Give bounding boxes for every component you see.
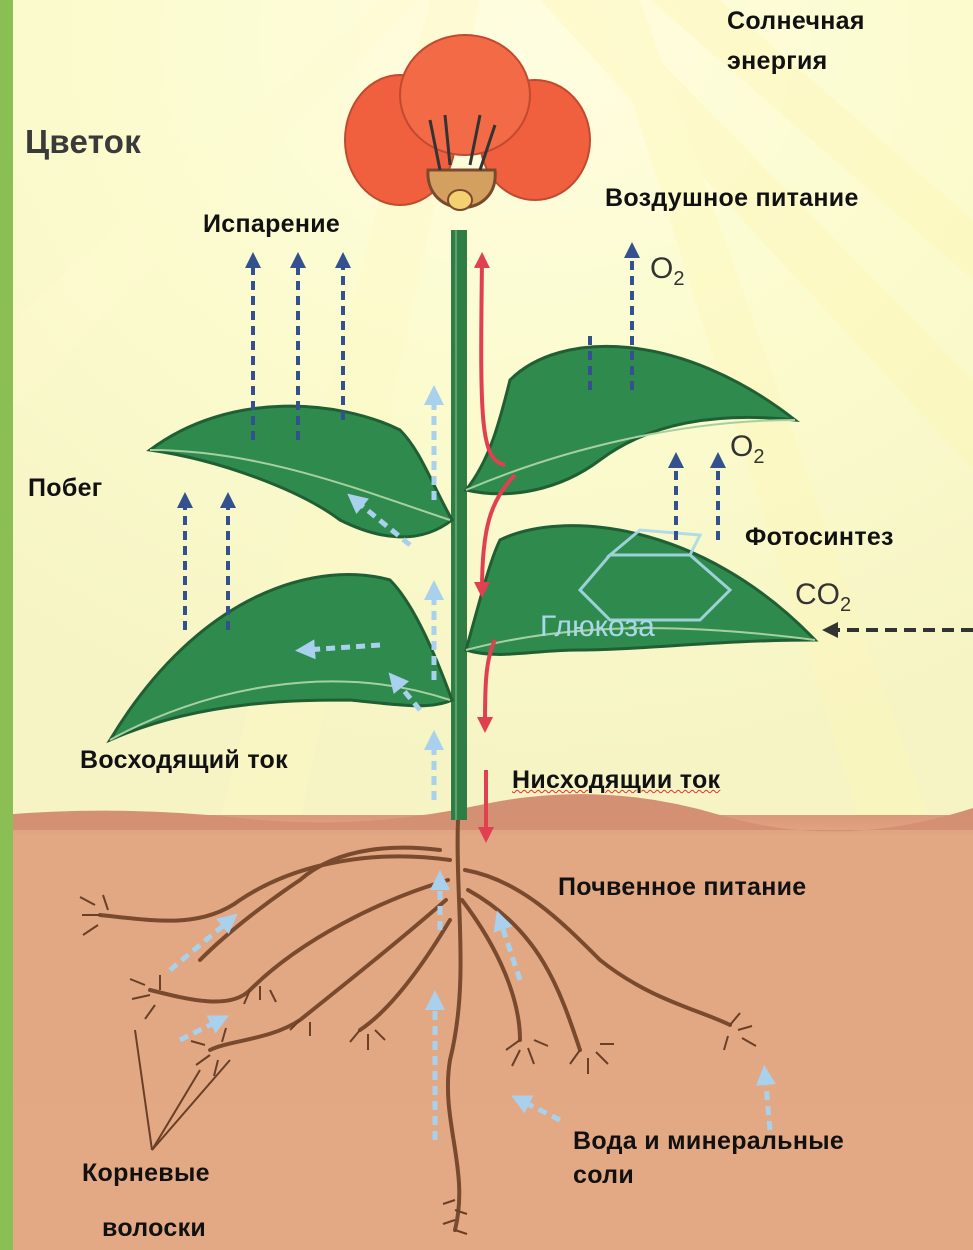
- solar-energy-label-line1: Солнечная: [727, 6, 865, 36]
- ascending-flow-label: Восходящий ток: [80, 745, 288, 775]
- soil-nutrition-label: Почвенное питание: [558, 872, 806, 902]
- o2-top-subscript: 2: [673, 268, 684, 290]
- air-nutrition-label: Воздушное питание: [605, 183, 859, 213]
- root-hairs-label-line2: волоски: [102, 1213, 206, 1243]
- photosynthesis-label: Фотосинтез: [745, 522, 894, 552]
- root-hairs-label-line1: Корневые: [82, 1158, 210, 1188]
- o2-top-symbol: O: [650, 252, 673, 285]
- descending-flow-label: Нисходящии ток: [512, 765, 720, 795]
- left-border: [0, 0, 13, 1250]
- evaporation-label: Испарение: [203, 209, 340, 239]
- shoot-label: Побег: [28, 473, 103, 503]
- co2-label: CO2: [795, 578, 851, 617]
- solar-energy-label-line2: энергия: [727, 46, 828, 76]
- o2-mid-symbol: O: [730, 430, 753, 463]
- descending-flow-text: Нисходящии ток: [512, 766, 720, 794]
- stem: [451, 230, 467, 820]
- flower-label: Цветок: [25, 122, 141, 162]
- co2-symbol: CO: [795, 578, 840, 611]
- co2-subscript: 2: [840, 594, 851, 616]
- glucose-label: Глюкоза: [540, 610, 655, 644]
- o2-mid-label: O2: [730, 430, 764, 469]
- o2-top-label: O2: [650, 252, 684, 291]
- o2-mid-subscript: 2: [753, 446, 764, 468]
- water-minerals-label-line2: соли: [573, 1160, 634, 1190]
- water-minerals-label-line1: Вода и минеральные: [573, 1126, 844, 1156]
